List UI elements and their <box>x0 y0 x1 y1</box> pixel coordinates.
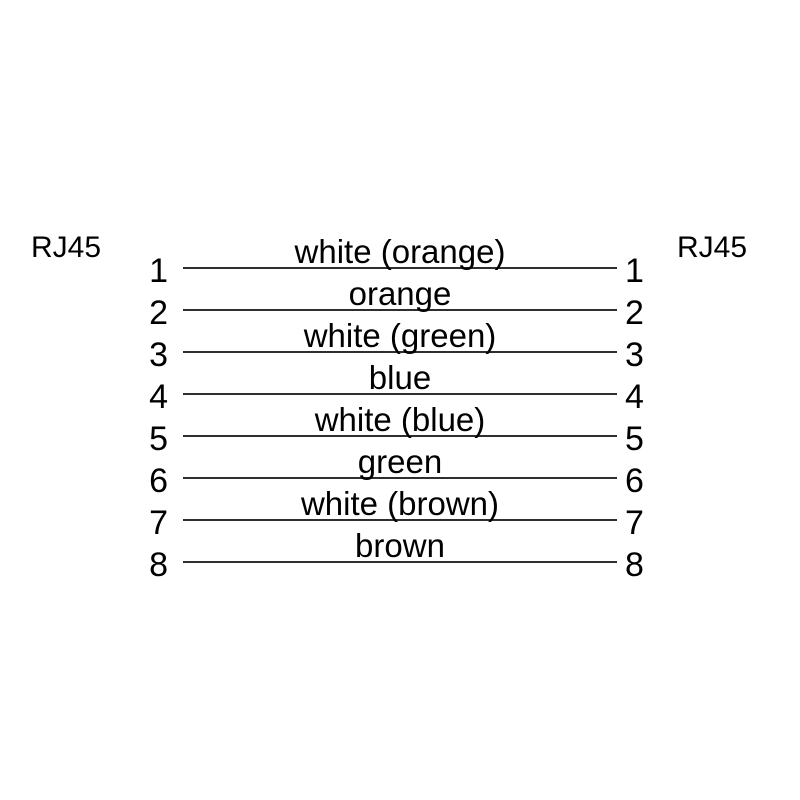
pin-number-left: 6 <box>149 462 168 500</box>
pin-number-left: 5 <box>149 420 168 458</box>
wire-color-label: green <box>357 443 443 480</box>
pin-number-left: 4 <box>149 378 168 416</box>
wire-line <box>183 561 617 563</box>
pin-number-right: 1 <box>625 252 644 290</box>
wire-color-label: white (green) <box>303 317 497 354</box>
wire-color-label: orange <box>348 275 452 312</box>
wire-line <box>183 435 617 437</box>
pin-number-right: 8 <box>625 546 644 584</box>
pin-number-left: 3 <box>149 336 168 374</box>
pin-number-left: 8 <box>149 546 168 584</box>
wire-line <box>183 519 617 521</box>
wire-color-label: white (blue) <box>314 401 486 438</box>
wire-color-label: white (brown) <box>300 485 500 522</box>
pin-number-right: 5 <box>625 420 644 458</box>
wire-line <box>183 267 617 269</box>
pin-number-right: 6 <box>625 462 644 500</box>
wire-line <box>183 309 617 311</box>
pin-number-left: 2 <box>149 294 168 332</box>
pin-number-left: 7 <box>149 504 168 542</box>
connector-label-right: RJ45 <box>677 231 748 264</box>
pin-number-left: 1 <box>149 252 168 290</box>
wire-line <box>183 393 617 395</box>
pin-number-right: 7 <box>625 504 644 542</box>
wire-color-label: blue <box>368 359 432 396</box>
pin-number-right: 2 <box>625 294 644 332</box>
pin-number-right: 3 <box>625 336 644 374</box>
pin-number-right: 4 <box>625 378 644 416</box>
connector-label-left: RJ45 <box>31 231 102 264</box>
wire-line <box>183 351 617 353</box>
wire-color-label: brown <box>355 527 445 564</box>
wire-line <box>183 477 617 479</box>
wire-color-label: white (orange) <box>294 233 506 270</box>
